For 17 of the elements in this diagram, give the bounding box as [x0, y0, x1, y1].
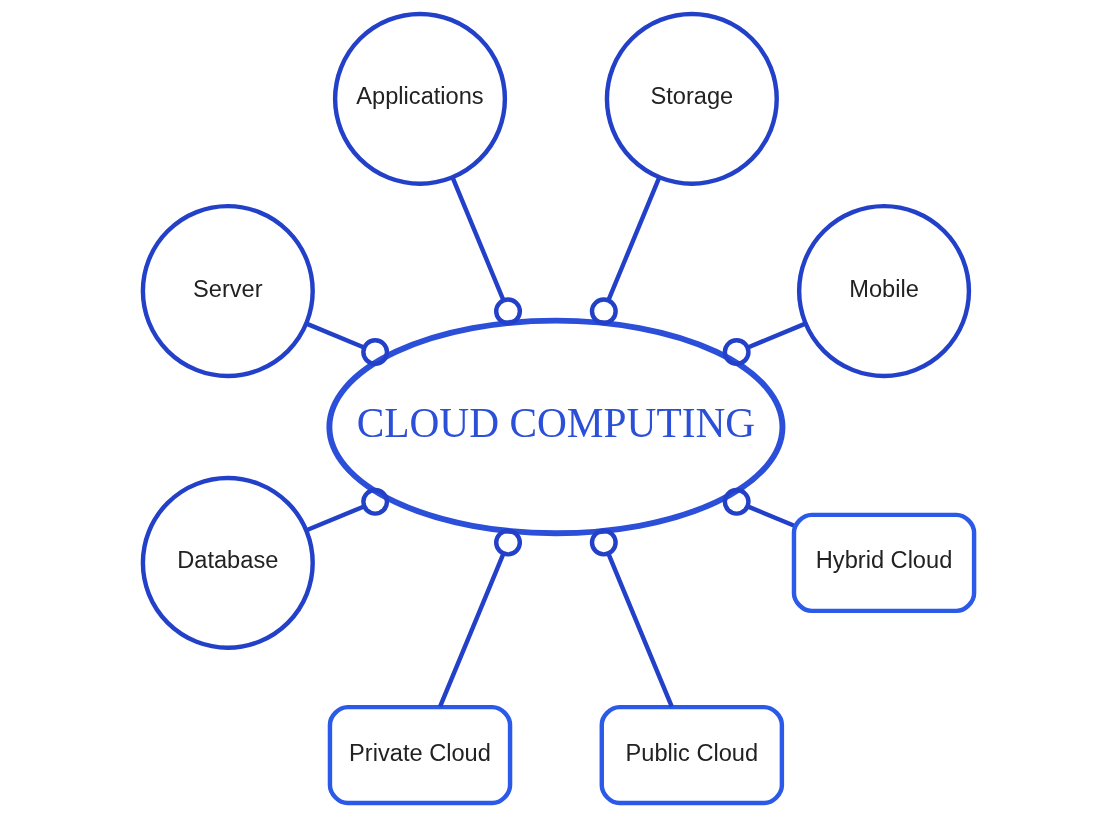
node-ellipse: CLOUD COMPUTING	[326, 317, 786, 537]
connector	[722, 487, 795, 528]
node-box: Private Cloud	[327, 704, 513, 806]
node-circle: Mobile	[796, 203, 972, 379]
connector	[450, 176, 523, 326]
connector	[589, 176, 662, 326]
node-circle: Server	[140, 203, 315, 379]
node-box: Hybrid Cloud	[791, 512, 977, 614]
connector	[305, 487, 390, 533]
node-circle: Database	[140, 475, 315, 650]
connector	[305, 321, 390, 367]
node-circle: Storage	[604, 11, 779, 186]
connector	[722, 321, 807, 367]
node-circle: Applications	[332, 11, 508, 186]
connector	[589, 528, 674, 708]
node-box: Public Cloud	[599, 704, 785, 806]
connector	[438, 528, 523, 708]
